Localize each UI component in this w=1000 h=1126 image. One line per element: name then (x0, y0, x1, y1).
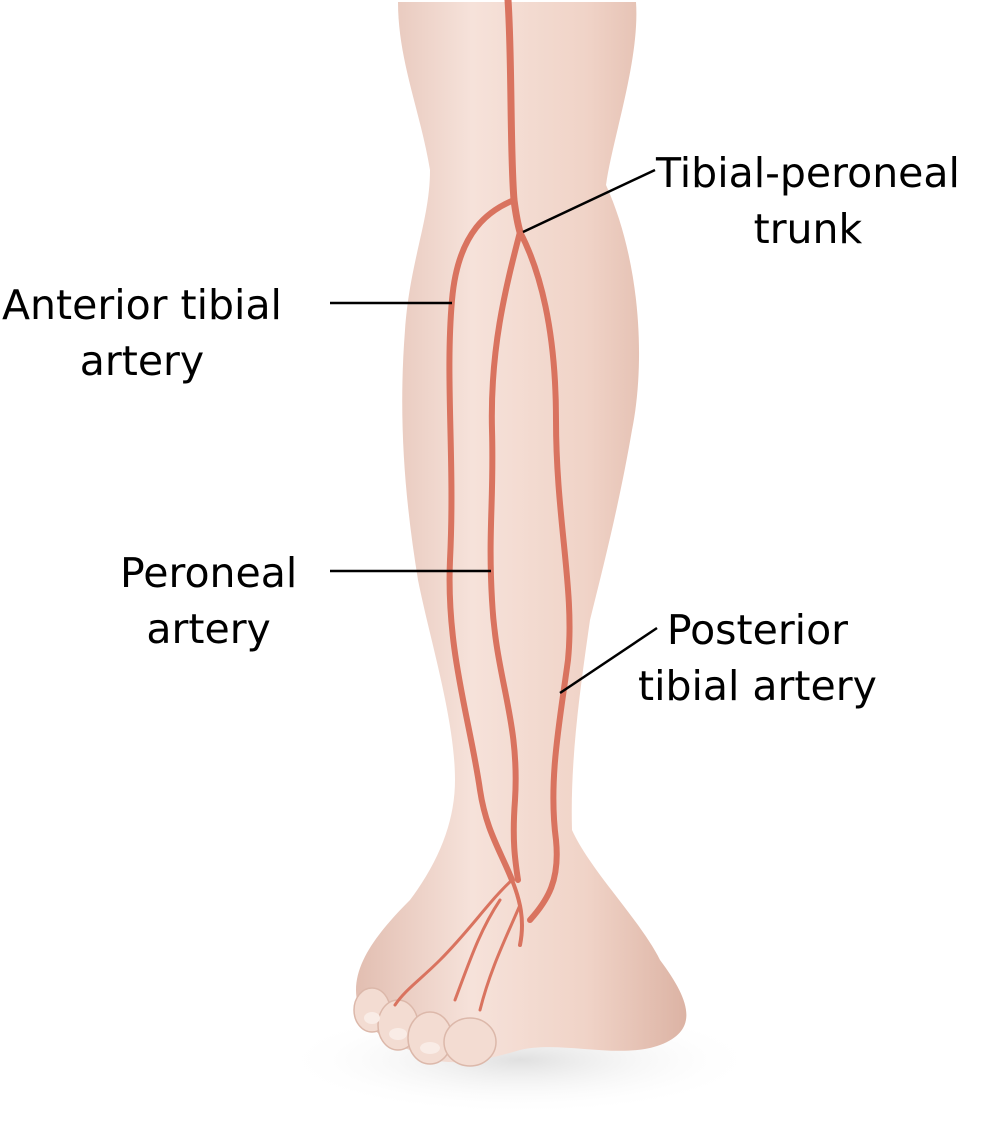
label-posterior-tibial-artery: Posterior tibial artery (638, 602, 877, 714)
leader-line-tibial-peroneal-trunk (523, 170, 655, 232)
label-peroneal-artery-line2: artery (120, 601, 297, 657)
label-tibial-peroneal-trunk-line2: trunk (656, 201, 960, 257)
label-tibial-peroneal-trunk-line1: Tibial-peroneal (656, 145, 960, 201)
label-anterior-tibial-artery: Anterior tibial artery (2, 277, 282, 389)
label-tibial-peroneal-trunk: Tibial-peroneal trunk (656, 145, 960, 257)
label-posterior-tibial-artery-line1: Posterior (638, 602, 877, 658)
label-anterior-tibial-artery-line2: artery (2, 333, 282, 389)
label-anterior-tibial-artery-line1: Anterior tibial (2, 277, 282, 333)
label-posterior-tibial-artery-line2: tibial artery (638, 658, 877, 714)
label-peroneal-artery-line1: Peroneal (120, 545, 297, 601)
label-peroneal-artery: Peroneal artery (120, 545, 297, 657)
